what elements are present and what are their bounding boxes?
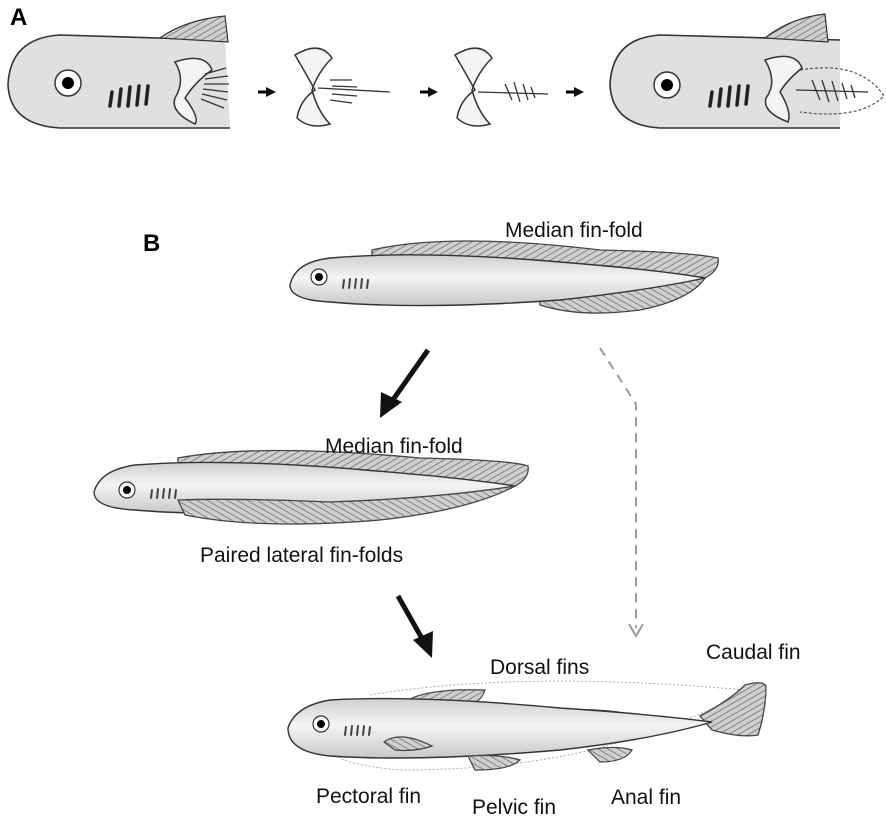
panel-label-b: B [143,232,160,256]
anal-fin-shape [588,748,632,763]
label-dorsal-fins: Dorsal fins [490,657,589,678]
label-caudal-fin: Caudal fin [706,642,801,663]
label-median-fin-fold-middle: Median fin-fold [325,436,463,457]
panel-a-sequence [8,14,884,128]
arrow-dashed [600,348,643,636]
label-anal-fin: Anal fin [611,787,681,808]
label-paired-lateral-fin-folds: Paired lateral fin-folds [200,545,403,566]
arrow-solid-1 [390,350,428,404]
panel-label-a: A [10,6,27,30]
pelvic-fin-shape [468,756,520,771]
fish-median-fin-fold [290,241,718,313]
fish-head-early [8,16,230,128]
label-pectoral-fin: Pectoral fin [316,786,421,807]
label-pelvic-fin: Pelvic fin [472,797,556,818]
girdle-stage-3 [455,48,548,126]
fish-paired-lateral-folds [94,451,528,525]
dorsal-fin-stub [160,16,228,42]
label-median-fin-fold-top: Median fin-fold [505,220,643,241]
girdle-stage-2 [295,48,390,126]
fish-head-late [610,14,884,128]
fish-separate-fins [288,681,766,770]
arrow-solid-2 [398,596,424,642]
